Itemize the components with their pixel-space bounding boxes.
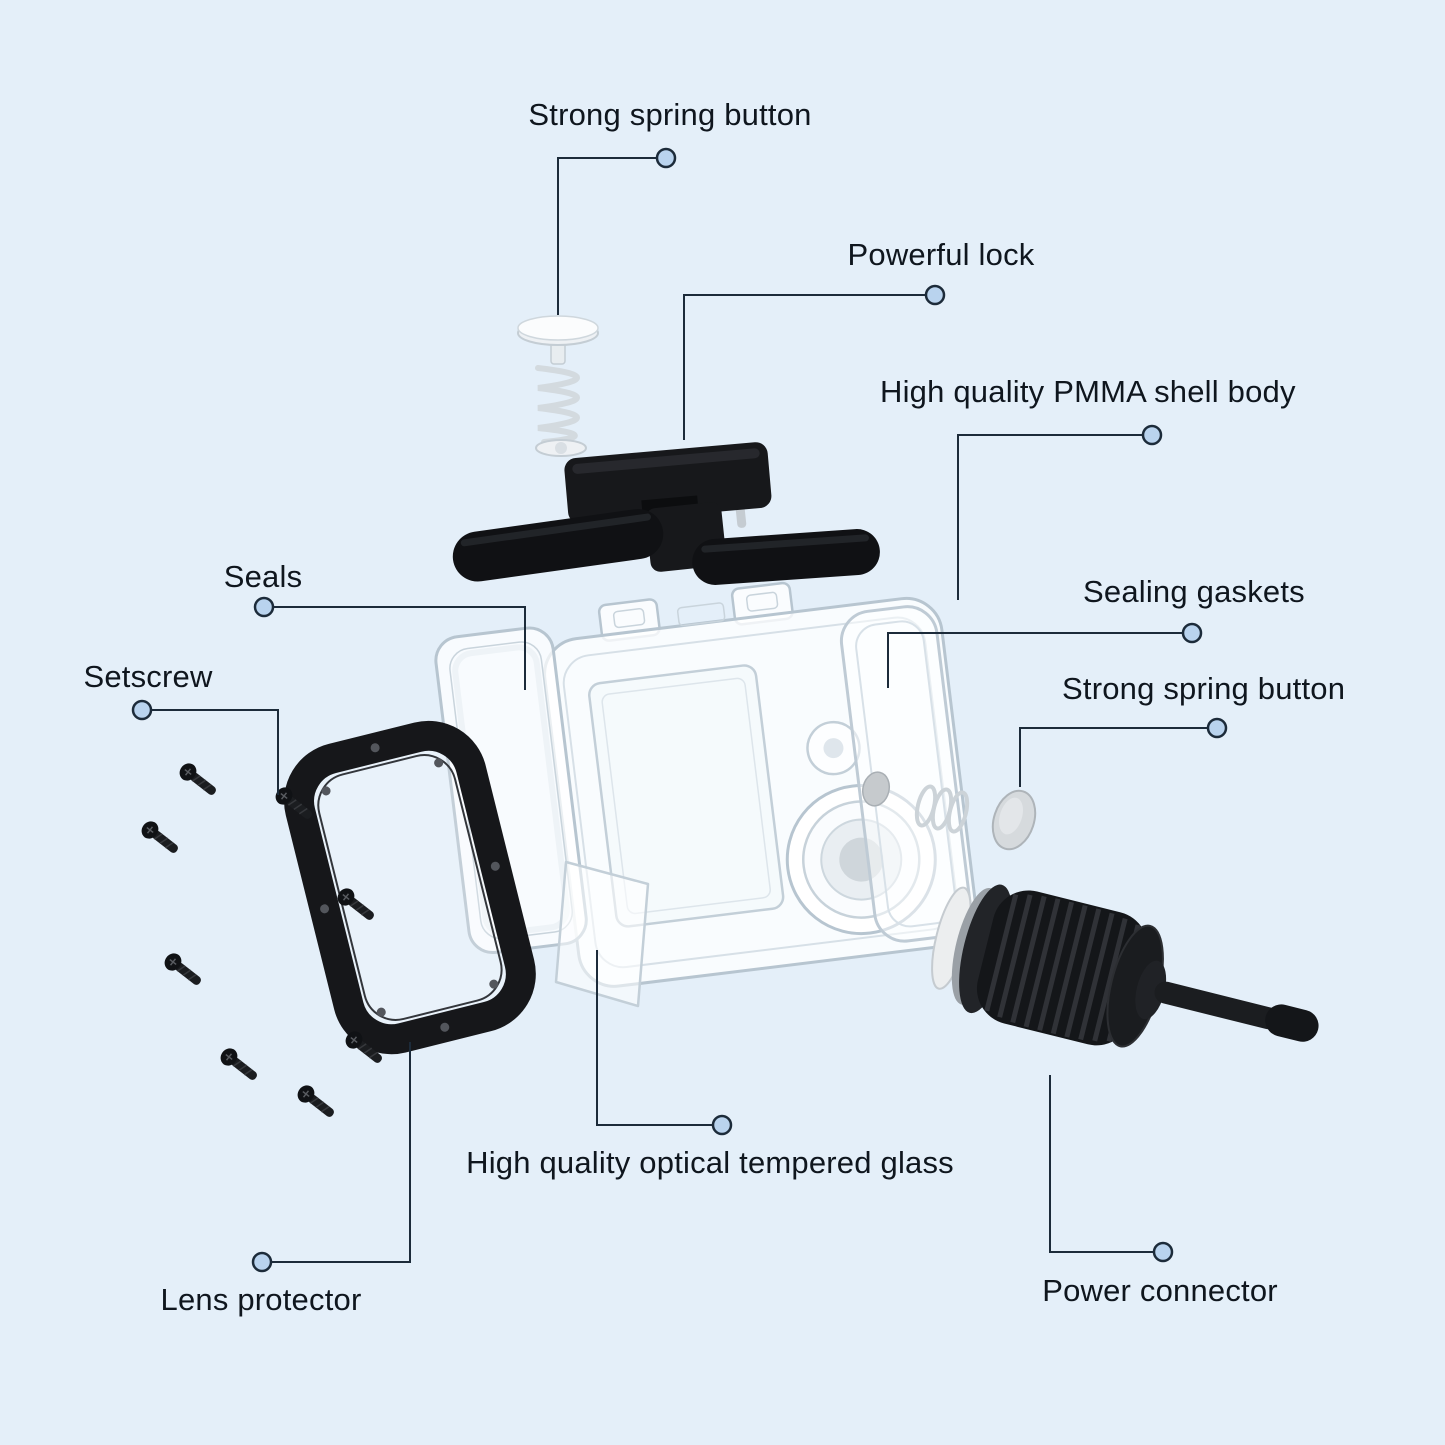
callout-line-power-connector: [1049, 1075, 1163, 1253]
callout-dot-spring-button-right: [1206, 717, 1228, 739]
back-door-seal: [434, 626, 588, 955]
callout-label-seals: Seals: [223, 559, 303, 594]
callout-line-seals: [264, 606, 526, 690]
callout-label-powerful-lock: Powerful lock: [847, 237, 1035, 272]
callout-label-spring-button-right: Strong spring button: [1062, 671, 1346, 706]
callout-dot-power-connector: [1152, 1241, 1174, 1263]
callout-dot-seals: [253, 596, 275, 618]
callout-line-spring-button-right: [1019, 727, 1217, 787]
callout-label-sealing-gaskets: Sealing gaskets: [1083, 574, 1305, 609]
callout-line-powerful-lock: [683, 294, 935, 440]
housing-shell: [543, 581, 978, 988]
spring-button-assembly: [517, 315, 599, 457]
callout-dot-spring-button-top: [655, 147, 677, 169]
callout-label-lens-protector: Lens protector: [160, 1282, 362, 1317]
callout-dot-powerful-lock: [924, 284, 946, 306]
setscrews: [141, 763, 382, 1117]
side-spring-button: [861, 771, 1037, 851]
callout-dot-tempered-glass: [711, 1114, 733, 1136]
callout-line-spring-button-top: [557, 157, 666, 315]
tempered-glass-panel: [554, 860, 650, 1008]
callout-line-pmma-shell: [957, 434, 1152, 600]
callout-label-setscrew: Setscrew: [83, 659, 213, 694]
callout-dot-lens-protector: [251, 1251, 273, 1273]
callout-label-power-connector: Power connector: [1042, 1273, 1278, 1308]
callout-line-tempered-glass: [596, 950, 722, 1126]
callout-line-lens-protector: [262, 1042, 411, 1263]
power-connector-plug: [931, 884, 1319, 1048]
callout-line-sealing-gaskets: [887, 632, 1192, 688]
callout-line-setscrew: [142, 709, 279, 795]
callout-label-pmma-shell: High quality PMMA shell body: [880, 374, 1296, 409]
lock-latch: [452, 442, 880, 585]
lens-protector-frame: [284, 720, 536, 1055]
callout-label-spring-button-top: Strong spring button: [528, 97, 812, 132]
callout-dot-sealing-gaskets: [1181, 622, 1203, 644]
callout-dot-pmma-shell: [1141, 424, 1163, 446]
callout-label-tempered-glass: High quality optical tempered glass: [466, 1145, 954, 1180]
callout-dot-setscrew: [131, 699, 153, 721]
